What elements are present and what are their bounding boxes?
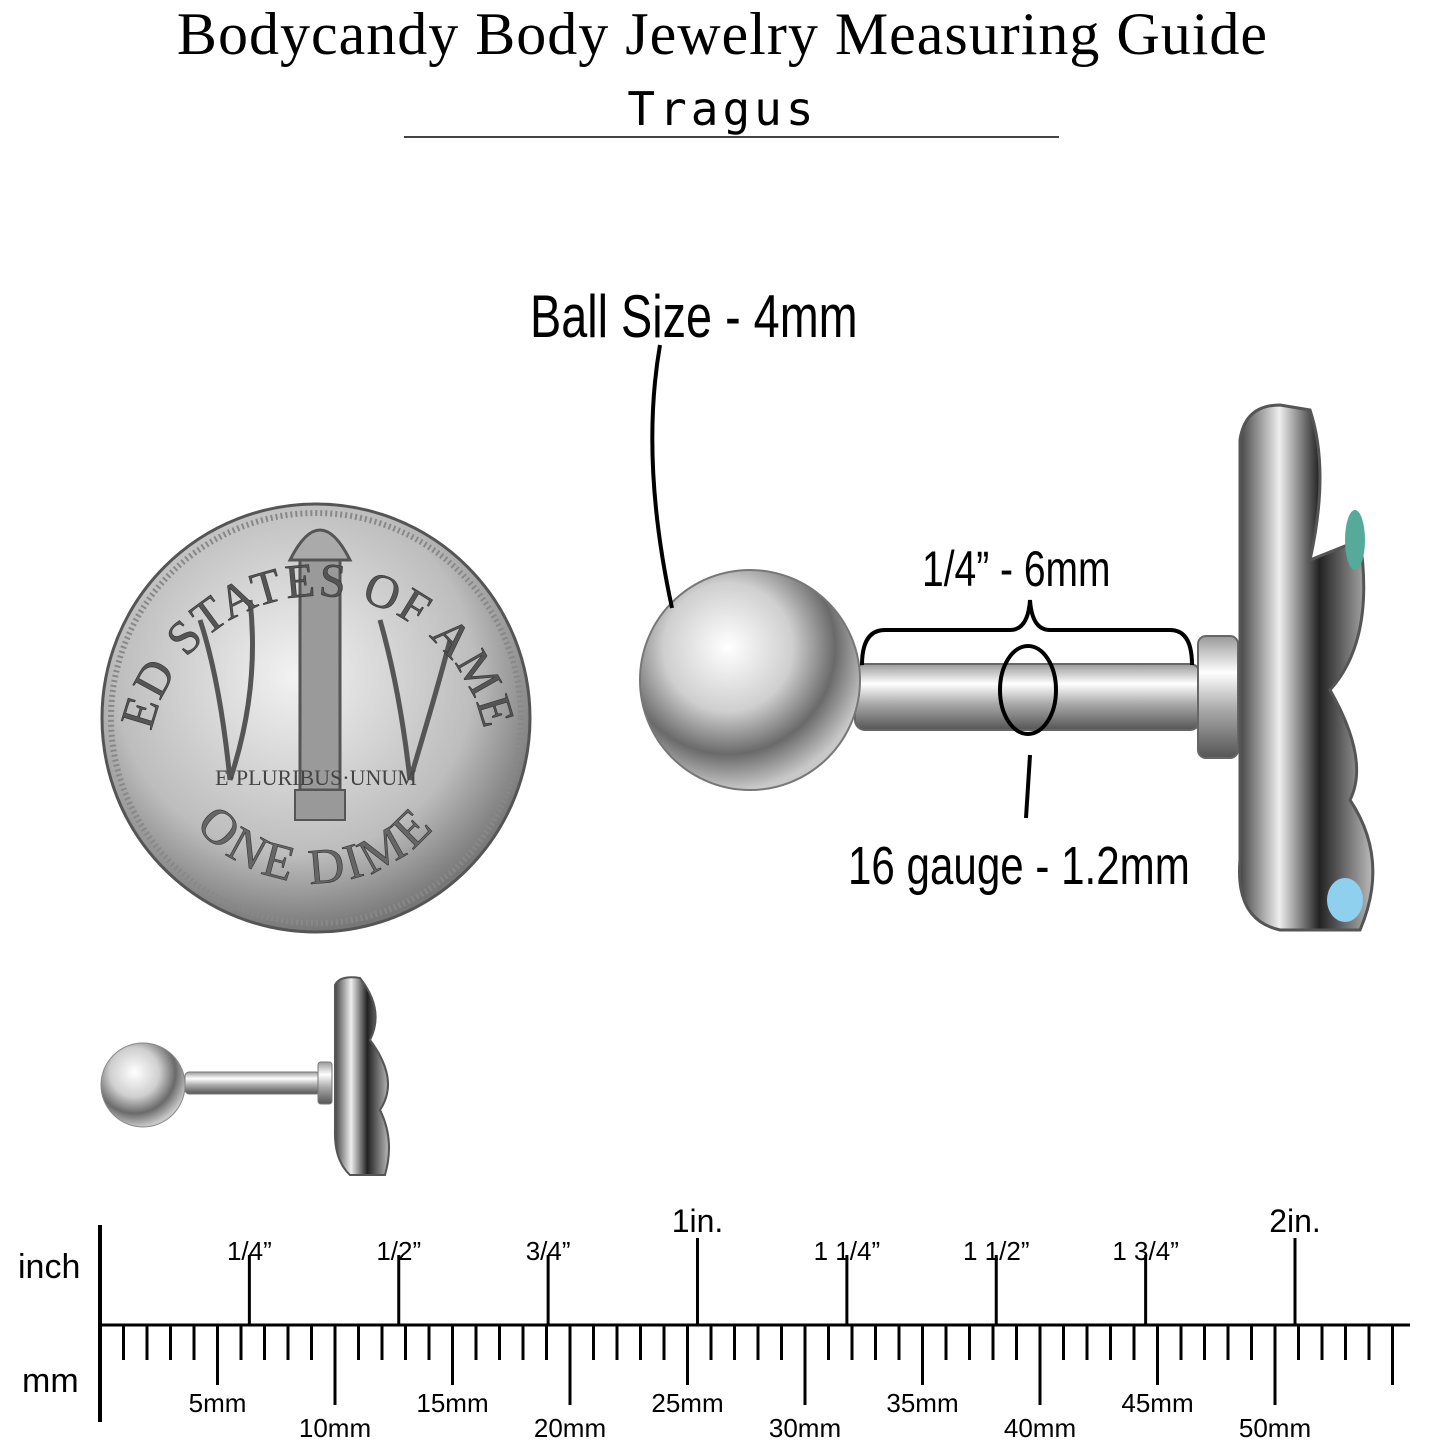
gauge-pointer xyxy=(1024,754,1032,819)
mm-mark-label: 35mm xyxy=(886,1388,958,1418)
inch-mark-label: 3/4” xyxy=(526,1236,571,1266)
callout-lines xyxy=(650,344,1194,819)
coin-motto: E·PLURIBUS·UNUM xyxy=(215,765,417,790)
ruler-mm-label: mm xyxy=(22,1362,79,1400)
gauge-circle xyxy=(998,644,1058,736)
inch-mark-label: 1in. xyxy=(672,1203,724,1239)
mm-mark-label: 40mm xyxy=(1004,1413,1076,1443)
mm-mark-label: 45mm xyxy=(1121,1388,1193,1418)
inch-mark-label: 1/4” xyxy=(227,1236,272,1266)
mm-mark-label: 25mm xyxy=(651,1388,723,1418)
inch-mark-label: 1 1/4” xyxy=(814,1236,881,1266)
page-subtitle: Tragus xyxy=(627,82,818,136)
tragus-barbell-actual-size xyxy=(100,976,390,1176)
inch-mark-label: 1 3/4” xyxy=(1112,1236,1179,1266)
tragus-barbell-large xyxy=(639,403,1375,932)
ruler-inch-label: inch xyxy=(18,1248,80,1286)
mm-mark-label: 30mm xyxy=(769,1413,841,1443)
page-title: Bodycandy Body Jewelry Measuring Guide xyxy=(176,1,1269,67)
inch-mark-label: 2in. xyxy=(1269,1203,1321,1239)
gauge-label: 16 gauge - 1.2mm xyxy=(848,836,1190,896)
ball-size-label: Ball Size - 4mm xyxy=(530,283,858,350)
mm-mark-label: 5mm xyxy=(189,1388,247,1418)
inch-mark-label: 1/2” xyxy=(376,1236,421,1266)
mm-mark-label: 10mm xyxy=(299,1413,371,1443)
title-underline xyxy=(404,136,1059,138)
ruler xyxy=(98,1225,1410,1422)
length-bracket xyxy=(860,599,1194,666)
mm-mark-label: 50mm xyxy=(1239,1413,1311,1443)
length-label: 1/4” - 6mm xyxy=(922,541,1111,597)
mm-mark-label: 20mm xyxy=(534,1413,606,1443)
inch-mark-label: 1 1/2” xyxy=(963,1236,1030,1266)
dime-coin-image: UNITED STATES OF AMERICA E·PLURIBUS·UNUM… xyxy=(0,0,532,934)
ball-size-pointer xyxy=(650,344,674,609)
mm-mark-label: 15mm xyxy=(416,1388,488,1418)
